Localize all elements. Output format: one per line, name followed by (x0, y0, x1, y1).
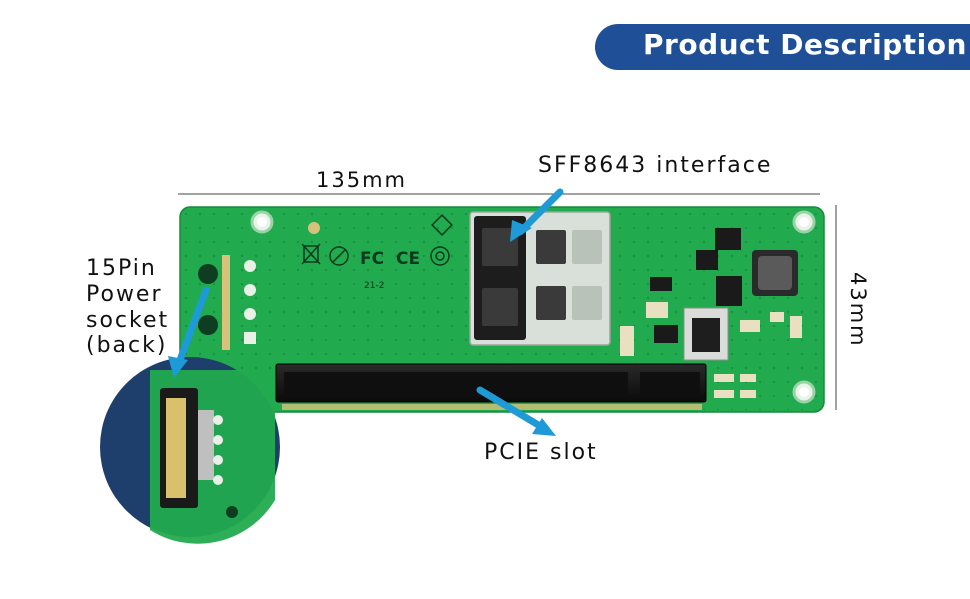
fc-mark: FC (360, 249, 384, 269)
mounting-hole (792, 380, 816, 404)
arrow-interface (510, 188, 564, 242)
header-title: Product Description (643, 28, 967, 61)
height-label: 43mm (846, 272, 870, 348)
silkscreen-marks (301, 214, 453, 266)
mounting-hole (792, 210, 816, 234)
arrow-pcie-slot (476, 386, 556, 436)
width-label: 135mm (316, 168, 407, 192)
pcie-slot-label: PCIE slot (484, 440, 598, 465)
power-socket-label-line3: socket (86, 308, 170, 333)
power-socket-inset (100, 357, 280, 544)
board-code: 21-2 (364, 281, 384, 291)
inductor (752, 250, 798, 296)
voltage-regulator (683, 307, 729, 361)
power-socket-label-line2: Power (86, 282, 163, 307)
smd-components (620, 228, 802, 398)
power-socket-label-line1: 15Pin (86, 256, 157, 281)
pcb-board: FC CE 21-2 (179, 206, 825, 413)
power-pads (198, 255, 256, 350)
interface-label: SFF8643 interface (538, 153, 773, 178)
sff8643-connector (469, 211, 611, 346)
power-socket-label-line4: (back) (86, 333, 168, 358)
mounting-hole (250, 210, 274, 234)
arrow-power-socket (168, 286, 210, 378)
ce-mark: CE (396, 249, 420, 269)
pcie-slot (275, 363, 707, 410)
header-banner (595, 24, 970, 70)
